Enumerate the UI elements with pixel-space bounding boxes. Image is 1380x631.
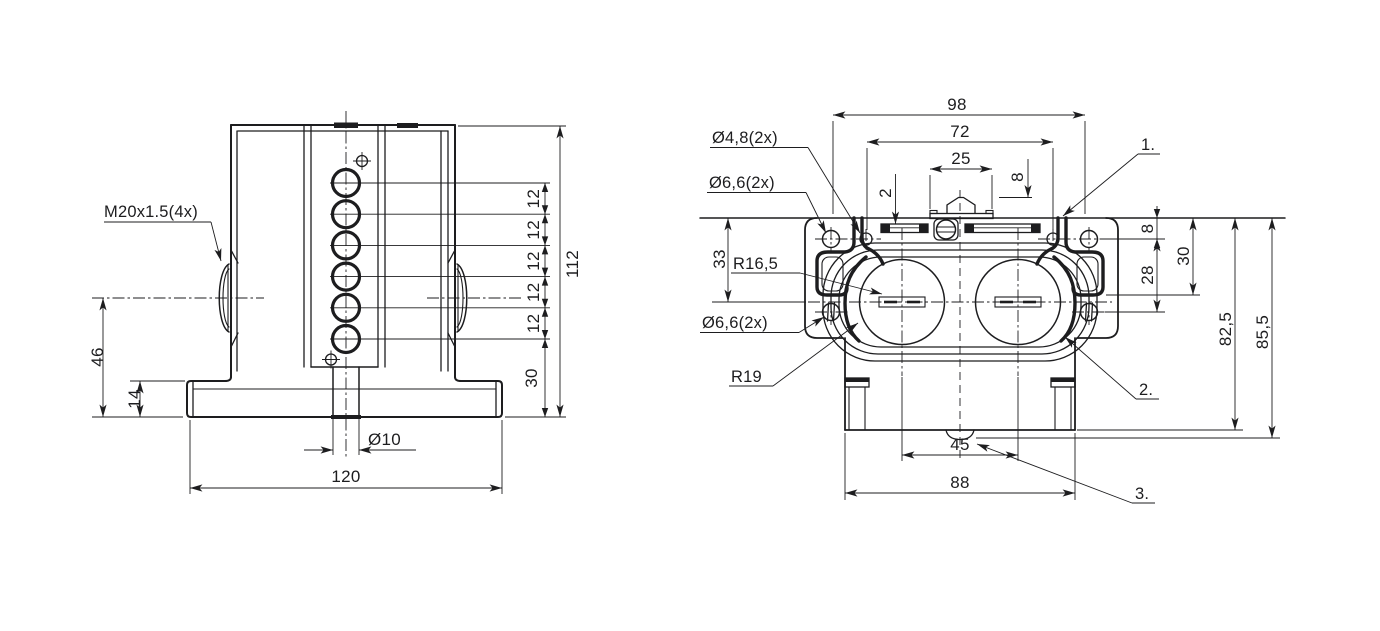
- r165-callout: R16,5: [733, 255, 778, 273]
- front-view: M20x1.5(4x) 46 14 120 Ø10 12 12 12 12 12…: [88, 111, 582, 494]
- dim-46-label: 46: [88, 347, 107, 367]
- callout-1-label: 1.: [1141, 136, 1155, 154]
- dim-12-label-3: 12: [524, 251, 543, 271]
- dim-12-label-1: 12: [524, 189, 543, 209]
- dim-72-label: 72: [950, 122, 970, 141]
- callout-3-label: 3.: [1135, 485, 1149, 503]
- pitch-chain-arrows: [541, 183, 549, 417]
- r19-callout: R19: [731, 368, 762, 386]
- d66-upper-callout: Ø6,6(2x): [709, 174, 775, 192]
- dim-33-label: 33: [710, 249, 729, 269]
- dim-45-label: 45: [950, 435, 970, 454]
- base-hole-edge: [331, 415, 361, 419]
- small-pilot-hole-bottom: [322, 350, 340, 369]
- dim-98-label: 98: [947, 95, 967, 114]
- left-spring-clip: [815, 216, 885, 343]
- dim-8-right-label: 8: [1138, 224, 1157, 234]
- dim-825-label: 82,5: [1216, 312, 1235, 346]
- d48-callout: Ø4,8(2x): [712, 129, 778, 147]
- left-gland-boss: [218, 249, 239, 348]
- vent-bar-left: [880, 223, 929, 234]
- front-part-outline: [186, 122, 503, 419]
- callout-2-label: 2.: [1139, 381, 1153, 399]
- dim-12-label-4: 12: [524, 282, 543, 302]
- top-view: 98 72 25 2 8 Ø4,8(2x) Ø6,6(2x) R16,5 Ø6,…: [699, 95, 1286, 504]
- top-dimensions: [700, 111, 1280, 504]
- thread-callout: M20x1.5(4x): [104, 203, 198, 221]
- dim-d10-label: Ø10: [368, 430, 401, 449]
- dim-25-label: 25: [951, 149, 971, 168]
- front-centerlines: [92, 111, 523, 457]
- top-part-outline: [699, 196, 1286, 441]
- small-pilot-hole-top: [353, 152, 371, 170]
- front-dimensions: [92, 125, 566, 494]
- dim-30-right-label: 30: [1174, 246, 1193, 266]
- top-slot-left: [334, 122, 358, 128]
- dim-12-label-5: 12: [524, 314, 543, 334]
- dim-88-label: 88: [950, 473, 970, 492]
- dim-30-label: 30: [522, 368, 541, 388]
- dim-120-label: 120: [331, 467, 360, 486]
- d66-lower-callout: Ø6,6(2x): [702, 314, 768, 332]
- dim-112-label: 112: [563, 250, 582, 278]
- cover-clamp: [929, 196, 994, 220]
- dim-12-label-2: 12: [524, 220, 543, 240]
- dim-14-label: 14: [125, 389, 144, 409]
- dim-8-top-label: 8: [1008, 172, 1027, 182]
- dim-2-label: 2: [876, 188, 895, 198]
- top-centerlines: [808, 190, 1112, 460]
- dim-28-label: 28: [1138, 265, 1157, 285]
- cover-screw: [933, 218, 959, 241]
- right-gland-boss: [447, 249, 468, 348]
- top-slot-right: [397, 123, 418, 128]
- dim-855-label: 85,5: [1253, 315, 1272, 349]
- lower-body: [844, 337, 1076, 441]
- right-spring-clip: [1035, 216, 1105, 343]
- vent-bar-right: [964, 223, 1041, 234]
